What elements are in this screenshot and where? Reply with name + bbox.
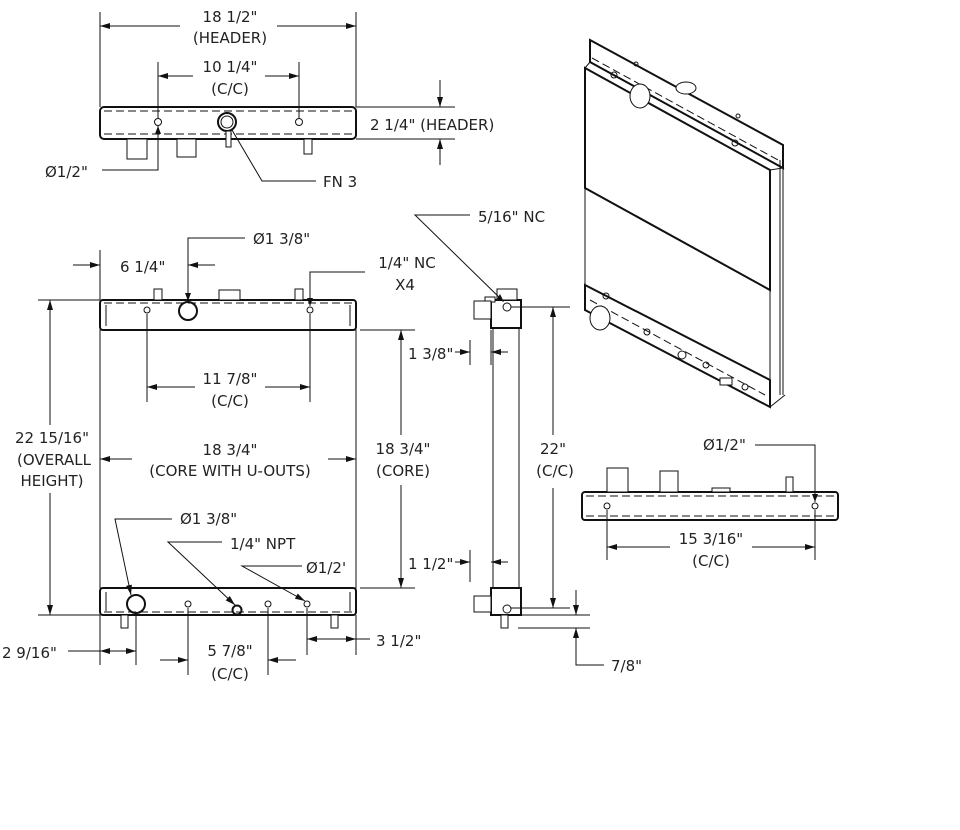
dim-core-width-note: (CORE WITH U-OUTS) [149,462,310,480]
dim-bottom-offset: 1 1/2" [408,555,453,573]
dim-mount-spacing-note: (C/C) [211,392,249,410]
side-top-tank [490,299,522,329]
label-outlet-dia: Ø1 3/8" [180,510,237,528]
isometric-view [584,38,786,409]
dim-overall-height: 22 15/16" [15,429,89,447]
side-view: 5/16" NC 1 3/8" 22" (C/C) 1 1/2" 7/8" [408,208,642,675]
mount-hole [295,118,303,126]
dim-mount-spacing: 11 7/8" [203,370,258,388]
label-fn3: FN 3 [323,173,357,191]
label-bottom-hole-dia: Ø1/2' [306,559,346,577]
label-bottom-view-hole-dia: Ø1/2" [703,436,746,454]
bottom-tank-plan [581,491,839,521]
dim-core-width: 18 3/4" [203,441,258,459]
dim-header-height: 2 1/4" (HEADER) [370,116,494,134]
core [99,329,357,589]
outlet [126,594,146,614]
dim-bottom-view-hole-spacing-note: (C/C) [692,552,730,570]
dim-bottom-view-hole-spacing: 15 3/16" [679,530,743,548]
drain-plug [231,604,243,616]
inlet [178,301,198,321]
dim-top-offset: 1 3/8" [408,345,453,363]
dim-outlet-offset: 2 9/16" [2,644,57,662]
dim-overall-height-note2: HEIGHT) [20,472,83,490]
mount-hole [154,118,162,126]
dim-header-width-note: (HEADER) [193,29,267,47]
dim-overall-height-note1: (OVERALL [17,451,92,469]
dim-bottom-edge-offset: 3 1/2" [376,632,421,650]
label-drain: 1/4" NPT [230,535,296,553]
label-mount-thread: 1/4" NC [378,254,436,272]
label-top-thread: 5/16" NC [478,208,545,226]
dim-hole-spacing-note: (C/C) [211,80,249,98]
top-view: 18 1/2" (HEADER) 10 1/4" (C/C) 2 1/4" (H… [45,8,494,191]
dim-bottom-spacing-note: (C/C) [211,665,249,683]
dim-inlet-offset: 6 1/4" [120,258,165,276]
dim-bottom-spacing: 5 7/8" [207,642,252,660]
label-mount-qty: X4 [395,276,415,294]
bottom-tank [99,587,357,616]
label-inlet-dia: Ø1 3/8" [253,230,310,248]
dim-vertical-spacing: 22" [540,440,566,458]
dim-header-width: 18 1/2" [203,8,258,26]
label-hole-dia: Ø1/2" [45,163,88,181]
front-view: 22 15/16" (OVERALL HEIGHT) 18 3/4" (CORE… [2,230,436,683]
dim-vertical-spacing-note: (C/C) [536,462,574,480]
dim-hole-spacing: 10 1/4" [203,58,258,76]
top-tank [99,299,357,331]
dim-core-height-note: (CORE) [376,462,430,480]
side-bottom-tank [490,587,522,616]
dim-peg-length: 7/8" [611,657,642,675]
dim-core-height: 18 3/4" [376,440,431,458]
bottom-view: Ø1/2" 15 3/16" (C/C) [581,436,839,570]
